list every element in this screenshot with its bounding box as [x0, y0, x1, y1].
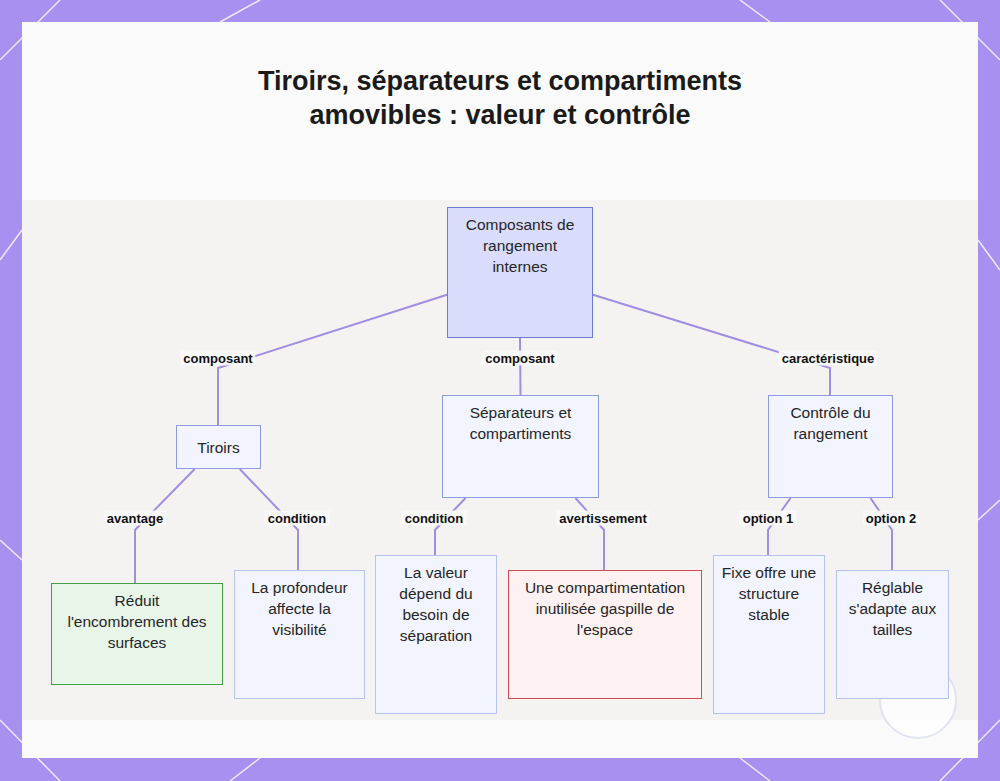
box-text: Séparateurs et compartiments [449, 402, 592, 444]
concept-box: Tiroirs [176, 425, 261, 469]
edge-label: option 2 [863, 511, 920, 526]
root-box: Composants de rangement internes [447, 207, 593, 338]
concept-box: Séparateurs et compartiments [442, 395, 599, 498]
box-text: La valeur dépend du besoin de séparation [382, 562, 490, 646]
concept-box: Une compartimentation inutilisée gaspill… [508, 570, 702, 699]
connector-line [519, 338, 522, 395]
corner-line [740, 758, 770, 781]
box-text: Contrôle du rangement [775, 402, 886, 444]
edge-label: composant [482, 351, 557, 366]
edge-label: avertissement [556, 511, 649, 526]
concept-box: Fixe offre une structure stable [713, 555, 825, 714]
connector-line [593, 295, 830, 395]
edge-label: condition [402, 511, 467, 526]
connector-line [768, 498, 791, 555]
concept-box: Réduit l'encombrement des surfaces [51, 583, 223, 685]
background-band [22, 200, 978, 720]
box-text: Une compartimentation inutilisée gaspill… [515, 577, 695, 640]
edge-label: caractéristique [779, 351, 878, 366]
diagram-title: Tiroirs, séparateurs et compartiments am… [200, 64, 800, 132]
corner-line [0, 230, 22, 260]
edge-label: option 1 [740, 511, 797, 526]
box-text: Réglable s'adapte aux tailles [843, 577, 942, 640]
concept-box: La profondeur affecte la visibilité [234, 570, 365, 699]
concept-box: Réglable s'adapte aux tailles [836, 570, 949, 699]
box-text: Composants de rangement internes [454, 214, 586, 277]
edge-label: avantage [104, 511, 166, 526]
corner-line [230, 758, 260, 781]
edge-label: condition [265, 511, 330, 526]
box-text: Réduit l'encombrement des surfaces [58, 590, 216, 653]
connector-line [871, 498, 893, 570]
corner-line [220, 0, 260, 22]
edge-label: composant [180, 351, 255, 366]
box-text: Fixe offre une structure stable [720, 562, 818, 625]
corner-line [740, 0, 770, 22]
corner-line [0, 540, 22, 560]
connector-line [575, 498, 604, 570]
corner-line [978, 500, 1000, 520]
concept-box: La valeur dépend du besoin de séparation [375, 555, 497, 714]
corner-line [978, 240, 1000, 270]
box-text: Tiroirs [197, 437, 239, 458]
box-text: La profondeur affecte la visibilité [241, 577, 358, 640]
connector-line [135, 469, 195, 583]
concept-box: Contrôle du rangement [768, 395, 893, 498]
connector-line [435, 498, 466, 555]
